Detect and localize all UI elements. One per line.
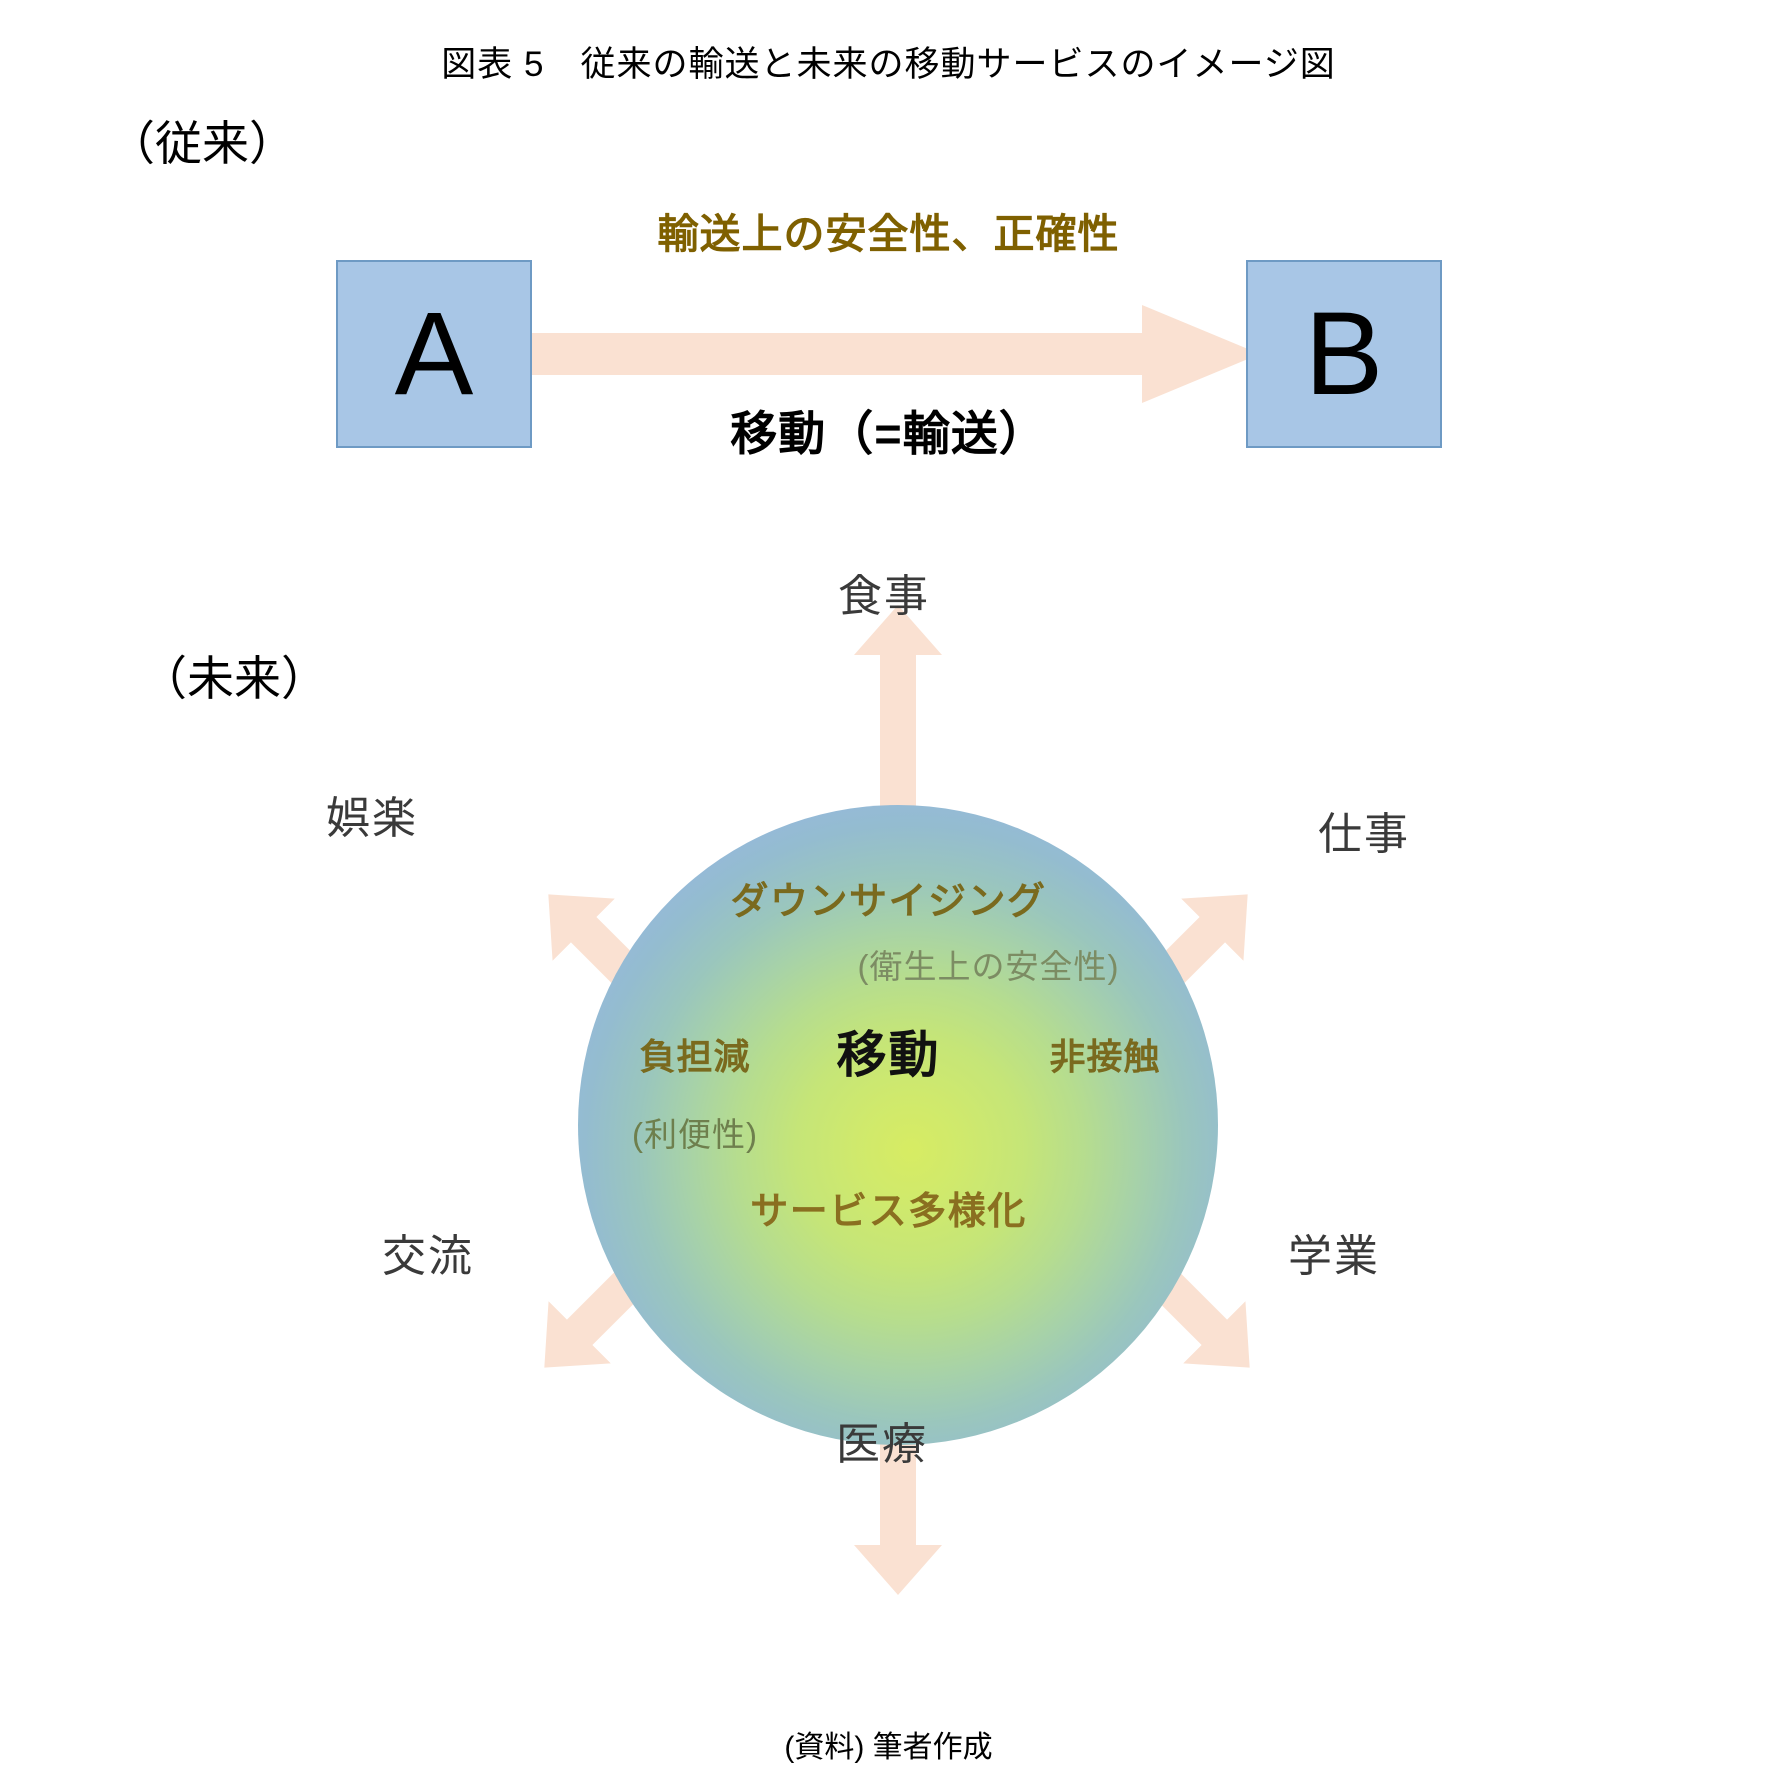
sphere-label-service-diversification: サービス多様化 (750, 1191, 1027, 1233)
sphere-label-downsizing: ダウンサイジング (730, 881, 1047, 923)
sphere-label-burden-reduction: 負担減 (639, 1036, 751, 1077)
destination-box-label: B (1304, 288, 1384, 420)
origin-box-label: A (394, 288, 474, 420)
transport-arrow-icon (522, 305, 1260, 403)
page-title: 図表 5 従来の輸送と未来の移動サービスのイメージ図 (441, 45, 1336, 84)
future-mobility-diagram: ダウンサイジング (衛生上の安全性) 移動 負担減 非接触 (利便性) サービス… (0, 560, 1777, 1640)
transport-movement-label: 移動（=輸送） (730, 407, 1047, 460)
activity-label-medical: 医療 (836, 1420, 928, 1469)
section-label-future: （未来） (140, 652, 328, 705)
mobility-sphere (578, 805, 1218, 1445)
activity-label-study: 学業 (1288, 1232, 1380, 1281)
transport-safety-label: 輸送上の安全性、正確性 (657, 211, 1120, 257)
sphere-label-hygiene-safety: (衛生上の安全性) (857, 948, 1120, 985)
conventional-transport-diagram: 輸送上の安全性、正確性 A B 移動（=輸送） (0, 190, 1777, 470)
source-note: (資料) 筆者作成 (784, 1731, 993, 1764)
sphere-label-contactless: 非接触 (1049, 1036, 1161, 1077)
section-label-conventional: （従来） (108, 117, 296, 170)
activity-label-entertainment: 娯楽 (326, 794, 418, 843)
activity-label-work: 仕事 (1318, 810, 1410, 859)
arrow-up-icon (854, 605, 942, 810)
activity-label-meal: 食事 (838, 572, 930, 621)
origin-box-a: A (336, 260, 532, 448)
sphere-label-convenience: (利便性) (632, 1116, 758, 1153)
activity-label-exchange: 交流 (382, 1232, 474, 1281)
destination-box-b: B (1246, 260, 1442, 448)
sphere-label-mobility-center: 移動 (836, 1027, 941, 1083)
